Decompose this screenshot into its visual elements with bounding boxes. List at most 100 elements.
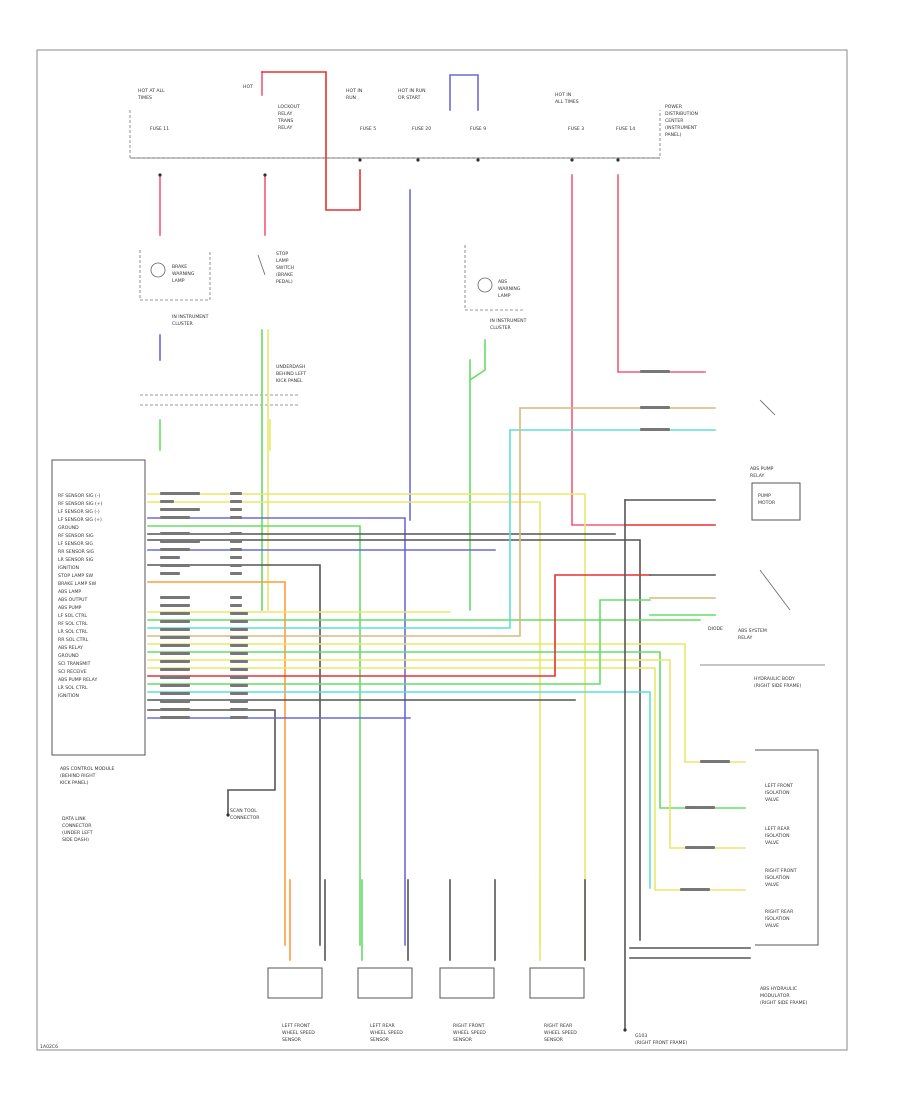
svg-text:IGNITION: IGNITION bbox=[58, 693, 79, 699]
svg-text:KICK PANEL: KICK PANEL bbox=[276, 378, 303, 384]
svg-text:LF SENSOR SIG (+): LF SENSOR SIG (+) bbox=[58, 517, 102, 523]
diagram-frame bbox=[36, 49, 848, 1051]
abs-warning-lamp: ABS WARNING LAMP IN INSTRUMENT CLUSTER bbox=[464, 245, 527, 331]
svg-text:(BEHIND RIGHT: (BEHIND RIGHT bbox=[60, 773, 96, 779]
svg-text:TRANS: TRANS bbox=[277, 118, 293, 124]
svg-text:ABS RELAY: ABS RELAY bbox=[58, 645, 83, 651]
svg-text:CONNECTOR: CONNECTOR bbox=[62, 823, 92, 829]
svg-text:ABS PUMP: ABS PUMP bbox=[750, 466, 774, 472]
svg-text:GROUND: GROUND bbox=[58, 525, 79, 531]
svg-text:(RIGHT FRONT FRAME): (RIGHT FRONT FRAME) bbox=[635, 1040, 687, 1046]
svg-text:RELAY: RELAY bbox=[278, 111, 293, 117]
svg-text:ABS OUTPUT: ABS OUTPUT bbox=[58, 597, 88, 603]
svg-text:RF SOL CTRL: RF SOL CTRL bbox=[58, 621, 88, 627]
svg-text:HOT IN RUN: HOT IN RUN bbox=[398, 88, 426, 94]
svg-text:ABS SYSTEM: ABS SYSTEM bbox=[738, 628, 767, 634]
svg-text:LR SENSOR SIG: LR SENSOR SIG bbox=[58, 557, 94, 563]
svg-text:ABS LAMP: ABS LAMP bbox=[58, 589, 81, 595]
svg-text:ABS PUMP RELAY: ABS PUMP RELAY bbox=[58, 677, 97, 683]
svg-text:LEFT FRONT: LEFT FRONT bbox=[765, 783, 793, 789]
brake-components: BRAKE WARNING LAMP IN INSTRUMENT CLUSTER… bbox=[139, 250, 306, 406]
svg-text:SCI TRANSMIT: SCI TRANSMIT bbox=[58, 661, 91, 667]
svg-text:GROUND: GROUND bbox=[58, 653, 79, 659]
svg-text:SENSOR: SENSOR bbox=[544, 1037, 564, 1043]
svg-text:WARNING: WARNING bbox=[498, 286, 521, 292]
svg-text:HOT IN: HOT IN bbox=[555, 92, 571, 98]
svg-text:HOT AT ALL: HOT AT ALL bbox=[138, 88, 165, 94]
svg-text:VALVE: VALVE bbox=[765, 840, 779, 846]
svg-text:MODULATOR: MODULATOR bbox=[760, 993, 790, 999]
svg-text:SIDE DASH): SIDE DASH) bbox=[62, 837, 89, 843]
svg-text:RIGHT REAR: RIGHT REAR bbox=[544, 1023, 573, 1029]
svg-text:RELAY: RELAY bbox=[278, 125, 293, 131]
svg-text:UNDERDASH: UNDERDASH bbox=[276, 364, 305, 370]
svg-text:LEFT REAR: LEFT REAR bbox=[370, 1023, 396, 1029]
svg-text:RIGHT REAR: RIGHT REAR bbox=[765, 909, 794, 915]
diagram-id: 1A02C6 bbox=[40, 1044, 58, 1050]
wheel-speed-sensors: LEFT FRONT WHEEL SPEED SENSOR LEFT REAR … bbox=[267, 967, 585, 1043]
svg-text:(UNDER LEFT: (UNDER LEFT bbox=[62, 830, 93, 836]
svg-text:CLUSTER: CLUSTER bbox=[172, 321, 194, 327]
svg-text:RR SENSOR SIG: RR SENSOR SIG bbox=[58, 549, 95, 555]
svg-text:LF SOL CTRL: LF SOL CTRL bbox=[58, 613, 87, 619]
svg-text:FUSE 14: FUSE 14 bbox=[616, 126, 635, 132]
svg-text:FUSE 5: FUSE 5 bbox=[360, 126, 376, 132]
svg-text:RF SENSOR SIG (-): RF SENSOR SIG (-) bbox=[58, 493, 100, 499]
svg-text:PANEL): PANEL) bbox=[665, 132, 682, 138]
right-components: ABS PUMP RELAY PUMP MOTOR ABS SYSTEM REL… bbox=[635, 399, 825, 1046]
svg-text:DISTRIBUTION: DISTRIBUTION bbox=[665, 111, 698, 117]
svg-text:G103: G103 bbox=[635, 1033, 647, 1039]
wire-labels bbox=[160, 370, 730, 891]
svg-text:ISOLATION: ISOLATION bbox=[765, 790, 790, 796]
svg-text:LAMP: LAMP bbox=[498, 293, 511, 299]
svg-text:KICK PANEL): KICK PANEL) bbox=[60, 780, 89, 786]
svg-text:(RIGHT SIDE FRAME): (RIGHT SIDE FRAME) bbox=[760, 1000, 807, 1006]
svg-text:VALVE: VALVE bbox=[765, 882, 779, 888]
svg-text:RELAY: RELAY bbox=[750, 473, 765, 479]
svg-text:SENSOR: SENSOR bbox=[370, 1037, 390, 1043]
splice-dots bbox=[158, 158, 627, 1032]
svg-text:RIGHT FRONT: RIGHT FRONT bbox=[765, 868, 797, 874]
svg-text:RF SENSOR SIG: RF SENSOR SIG bbox=[58, 533, 94, 539]
svg-text:PUMP: PUMP bbox=[758, 493, 771, 499]
svg-text:SENSOR: SENSOR bbox=[453, 1037, 473, 1043]
svg-text:WHEEL SPEED: WHEEL SPEED bbox=[544, 1030, 577, 1036]
svg-text:STOP: STOP bbox=[276, 251, 288, 257]
svg-text:IGNITION: IGNITION bbox=[58, 565, 79, 571]
wires bbox=[147, 71, 751, 1031]
svg-text:SENSOR: SENSOR bbox=[282, 1037, 302, 1043]
svg-text:CLUSTER: CLUSTER bbox=[490, 325, 512, 331]
svg-text:LEFT REAR: LEFT REAR bbox=[765, 826, 791, 832]
svg-text:VALVE: VALVE bbox=[765, 923, 779, 929]
svg-text:WHEEL SPEED: WHEEL SPEED bbox=[282, 1030, 315, 1036]
svg-text:FUSE 20: FUSE 20 bbox=[412, 126, 431, 132]
svg-text:RELAY: RELAY bbox=[738, 635, 753, 641]
svg-text:LAMP: LAMP bbox=[172, 278, 185, 284]
svg-text:(RIGHT SIDE FRAME): (RIGHT SIDE FRAME) bbox=[754, 683, 801, 689]
svg-text:LEFT FRONT: LEFT FRONT bbox=[282, 1023, 310, 1029]
svg-text:POWER: POWER bbox=[665, 104, 683, 110]
svg-text:SWITCH: SWITCH bbox=[276, 265, 294, 271]
svg-text:SCAN TOOL: SCAN TOOL bbox=[230, 808, 257, 814]
svg-text:ABS PUMP: ABS PUMP bbox=[58, 605, 82, 611]
svg-text:(BRAKE: (BRAKE bbox=[276, 272, 293, 278]
svg-text:ALL TIMES: ALL TIMES bbox=[555, 99, 579, 105]
svg-text:LR SOL CTRL: LR SOL CTRL bbox=[58, 629, 88, 635]
svg-text:HYDRAULIC BODY: HYDRAULIC BODY bbox=[754, 676, 795, 682]
svg-text:FUSE 3: FUSE 3 bbox=[568, 126, 584, 132]
svg-text:BRAKE LAMP SW: BRAKE LAMP SW bbox=[58, 581, 97, 587]
svg-text:ABS HYDRAULIC: ABS HYDRAULIC bbox=[760, 986, 797, 992]
fuse-panel-top: HOT AT ALL TIMES HOT LOCKOUT RELAY TRANS… bbox=[129, 84, 698, 159]
svg-text:LOCKOUT: LOCKOUT bbox=[278, 104, 300, 110]
svg-text:BRAKE: BRAKE bbox=[172, 264, 187, 270]
svg-text:SCI RECEIVE: SCI RECEIVE bbox=[58, 669, 87, 675]
abs-control-module: ABS CONTROL MODULE (BEHIND RIGHT KICK PA… bbox=[51, 459, 260, 843]
svg-text:ISOLATION: ISOLATION bbox=[765, 833, 790, 839]
svg-text:ABS CONTROL MODULE: ABS CONTROL MODULE bbox=[60, 766, 115, 772]
svg-text:LAMP: LAMP bbox=[276, 258, 289, 264]
module-pin-labels: RF SENSOR SIG (-) RF SENSOR SIG (+) LF S… bbox=[58, 493, 103, 699]
svg-text:WHEEL SPEED: WHEEL SPEED bbox=[370, 1030, 403, 1036]
svg-text:VALVE: VALVE bbox=[765, 797, 779, 803]
svg-text:LR SOL CTRL: LR SOL CTRL bbox=[58, 685, 88, 691]
